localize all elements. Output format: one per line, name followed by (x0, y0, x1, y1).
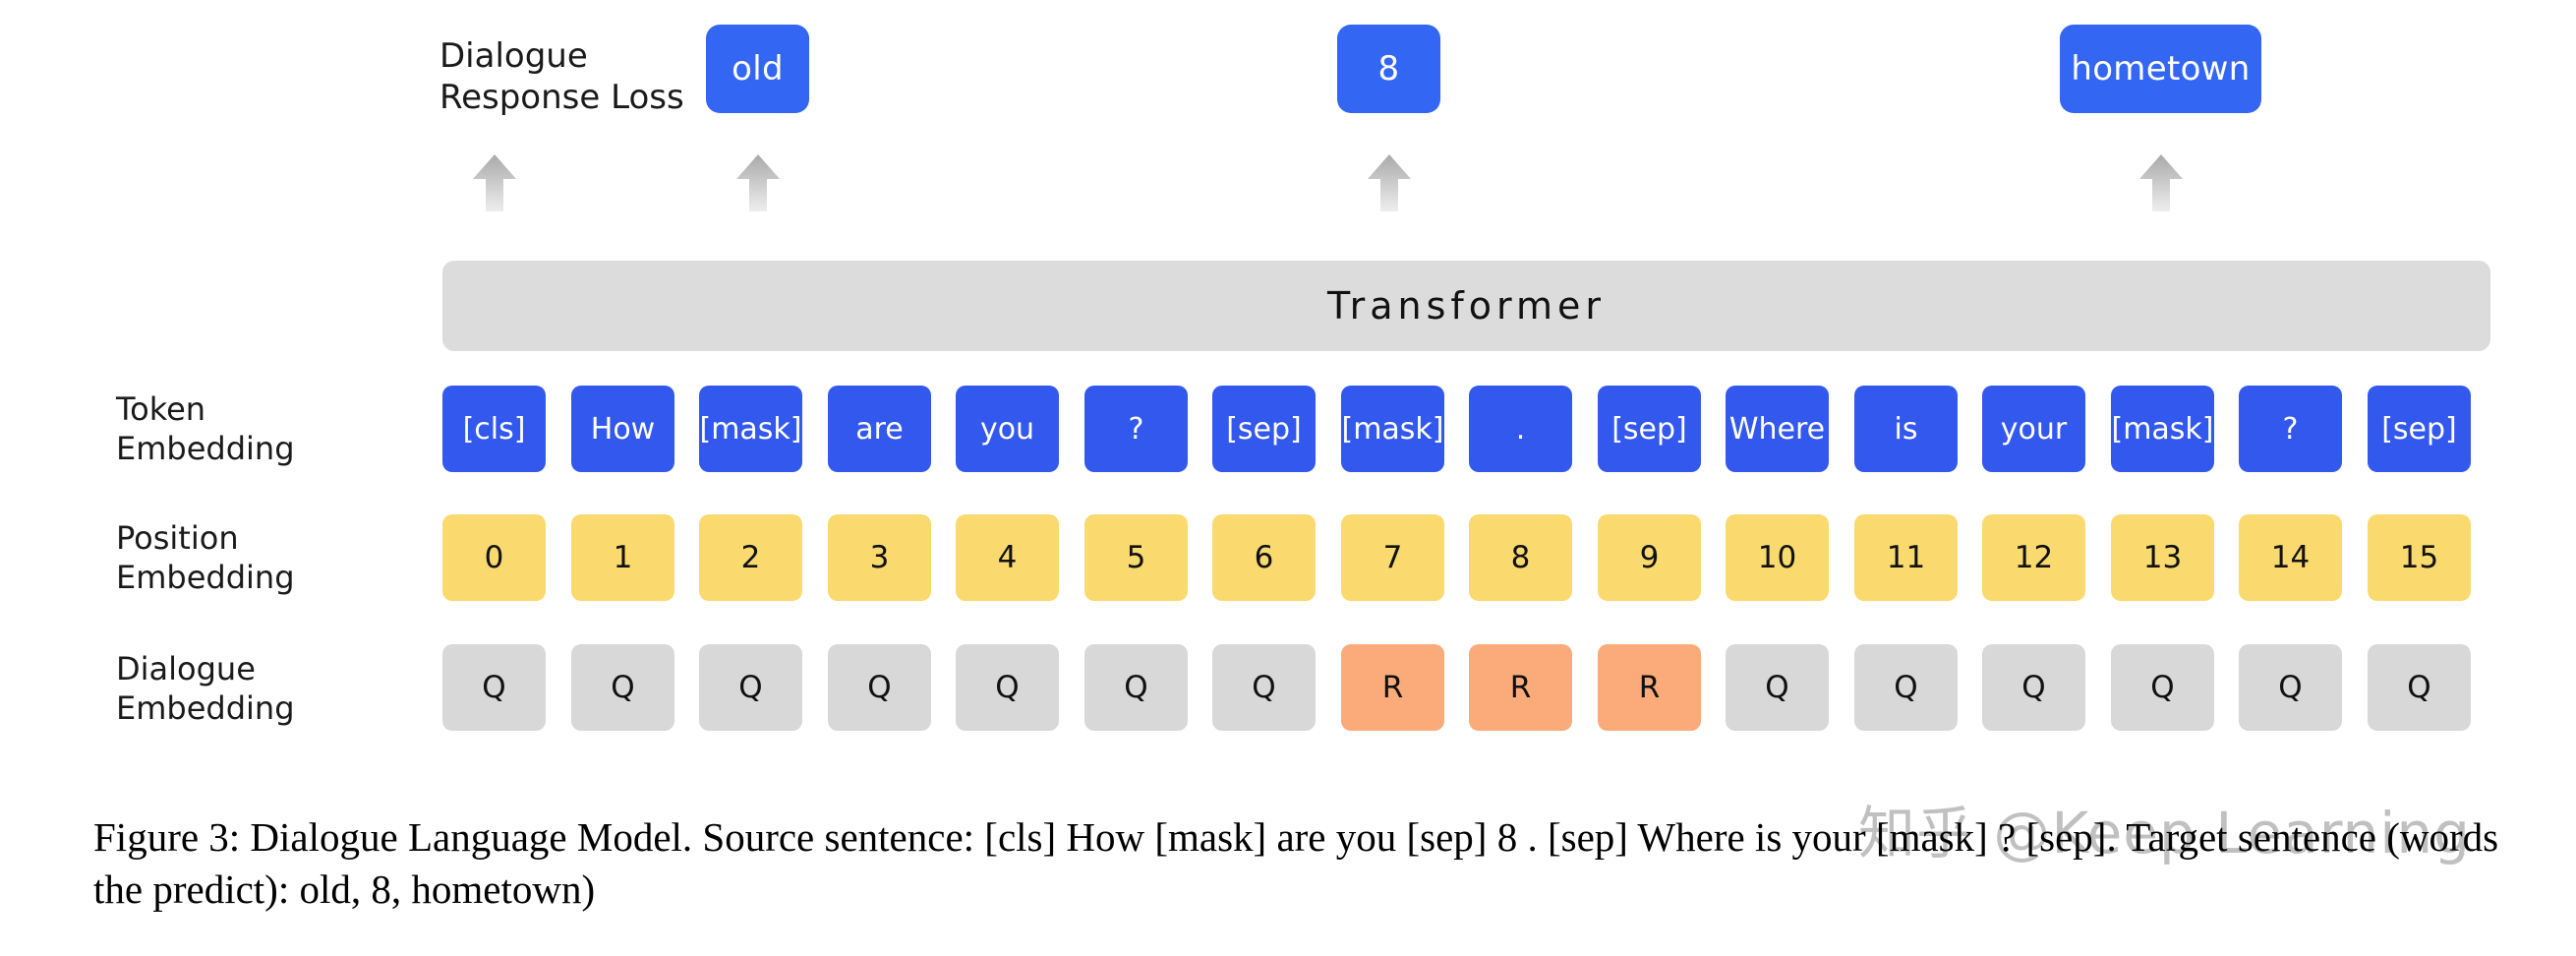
dialogue-cell: R (1598, 644, 1701, 731)
token-cell: Where (1726, 386, 1829, 472)
token-cell: [sep] (1598, 386, 1701, 472)
position-cell: 9 (1598, 514, 1701, 601)
token-cell: [cls] (442, 386, 546, 472)
token-cell: you (956, 386, 1059, 472)
token-cell: [sep] (1212, 386, 1316, 472)
arrow-old-icon (735, 154, 781, 211)
row-label-position: Position Embedding (116, 519, 295, 596)
token-cell: ? (1084, 386, 1188, 472)
row-label-dialogue: Dialogue Embedding (116, 650, 295, 727)
arrow-hometown-icon (2138, 154, 2184, 211)
dialogue-cell: Q (2368, 644, 2471, 731)
dialogue-cell: Q (442, 644, 546, 731)
row-label-token: Token Embedding (116, 390, 295, 467)
position-cell: 8 (1469, 514, 1572, 601)
position-cell: 11 (1854, 514, 1958, 601)
token-cell: is (1854, 386, 1958, 472)
dialogue-cell: Q (571, 644, 674, 731)
dialogue-cell: R (1469, 644, 1572, 731)
dialogue-cell: Q (1212, 644, 1316, 731)
token-cell: How (571, 386, 674, 472)
prediction-box-old: old (706, 25, 809, 113)
position-cell: 15 (2368, 514, 2471, 601)
dialogue-cell: Q (1982, 644, 2085, 731)
token-cell: [sep] (2368, 386, 2471, 472)
position-cell: 2 (699, 514, 802, 601)
arrow-loss-icon (472, 154, 517, 211)
prediction-box-8: 8 (1337, 25, 1440, 113)
position-cell: 13 (2111, 514, 2214, 601)
token-cell: your (1982, 386, 2085, 472)
dialogue-cell: Q (2111, 644, 2214, 731)
dialogue-cell: Q (2239, 644, 2342, 731)
dialogue-cell: Q (828, 644, 931, 731)
token-cell: are (828, 386, 931, 472)
position-cell: 14 (2239, 514, 2342, 601)
position-cell: 1 (571, 514, 674, 601)
dialogue-cell: Q (1084, 644, 1188, 731)
dialogue-cell: R (1341, 644, 1444, 731)
dialogue-cell: Q (1854, 644, 1958, 731)
arrow-eight-icon (1367, 154, 1412, 211)
prediction-box-hometown: hometown (2060, 25, 2261, 113)
token-cell: . (1469, 386, 1572, 472)
position-cell: 4 (956, 514, 1059, 601)
position-cell: 5 (1084, 514, 1188, 601)
position-cell: 6 (1212, 514, 1316, 601)
position-cell: 7 (1341, 514, 1444, 601)
token-cell: ? (2239, 386, 2342, 472)
position-cell: 3 (828, 514, 931, 601)
dialogue-cell: Q (1726, 644, 1829, 731)
dialogue-response-loss-label: Dialogue Response Loss (439, 36, 684, 117)
transformer-block: Transformer (442, 261, 2490, 351)
token-cell: [mask] (2111, 386, 2214, 472)
position-cell: 10 (1726, 514, 1829, 601)
position-cell: 0 (442, 514, 546, 601)
dialogue-cell: Q (699, 644, 802, 731)
token-cell: [mask] (1341, 386, 1444, 472)
position-cell: 12 (1982, 514, 2085, 601)
token-cell: [mask] (699, 386, 802, 472)
dialogue-cell: Q (956, 644, 1059, 731)
figure-caption: Figure 3: Dialogue Language Model. Sourc… (93, 814, 2499, 912)
